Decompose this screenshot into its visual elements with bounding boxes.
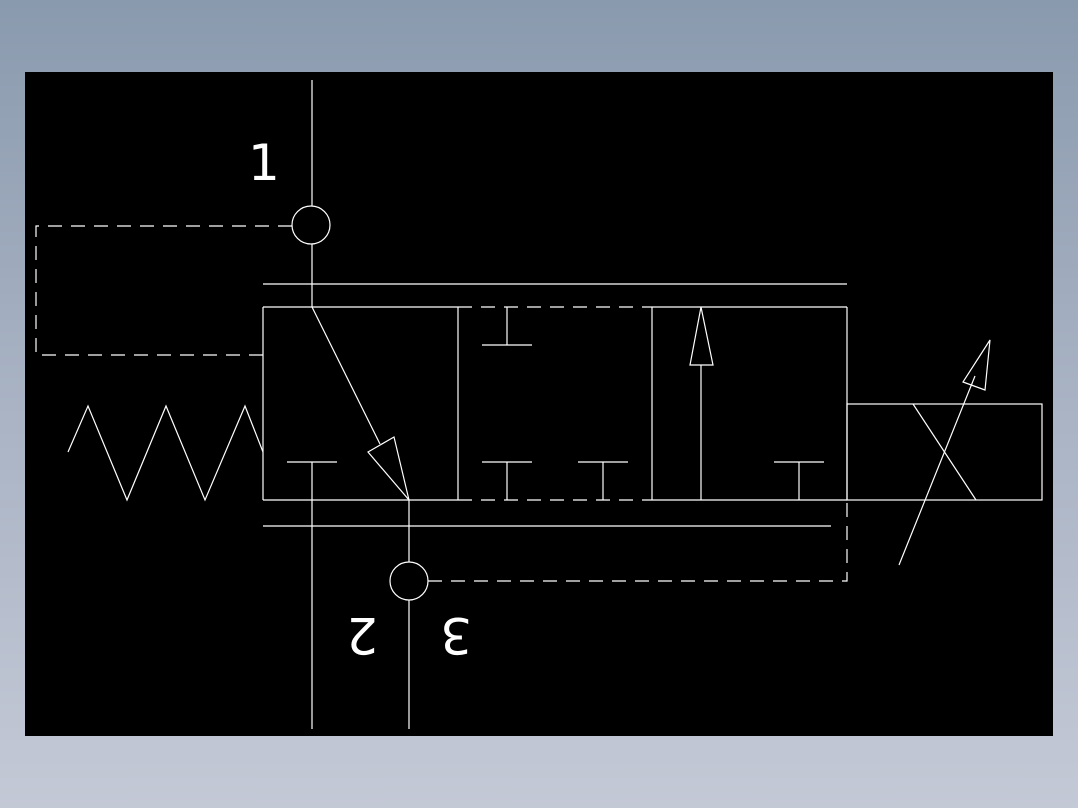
drawing-viewport: 1 2 3: [25, 72, 1053, 736]
flow-diagonal-line: [311, 306, 381, 445]
diagonal-arrow-head-icon: [367, 436, 410, 501]
solenoid-box: [846, 403, 1043, 501]
port1-label: 1: [248, 134, 280, 192]
spring-icon: [67, 404, 264, 502]
port3-label: 3: [440, 606, 472, 664]
pilot-line-bottom: [428, 500, 848, 582]
port1-junction: [291, 205, 331, 245]
port3-junction: [389, 561, 429, 601]
adjustable-arrow-head-icon: [962, 339, 991, 391]
vertical-arrow-head-icon: [689, 306, 714, 366]
valve-schematic: 1 2 3: [35, 80, 1043, 729]
port2-label: 2: [346, 606, 378, 664]
adjustable-arrow-line: [898, 375, 976, 566]
pilot-line-top: [35, 225, 292, 356]
